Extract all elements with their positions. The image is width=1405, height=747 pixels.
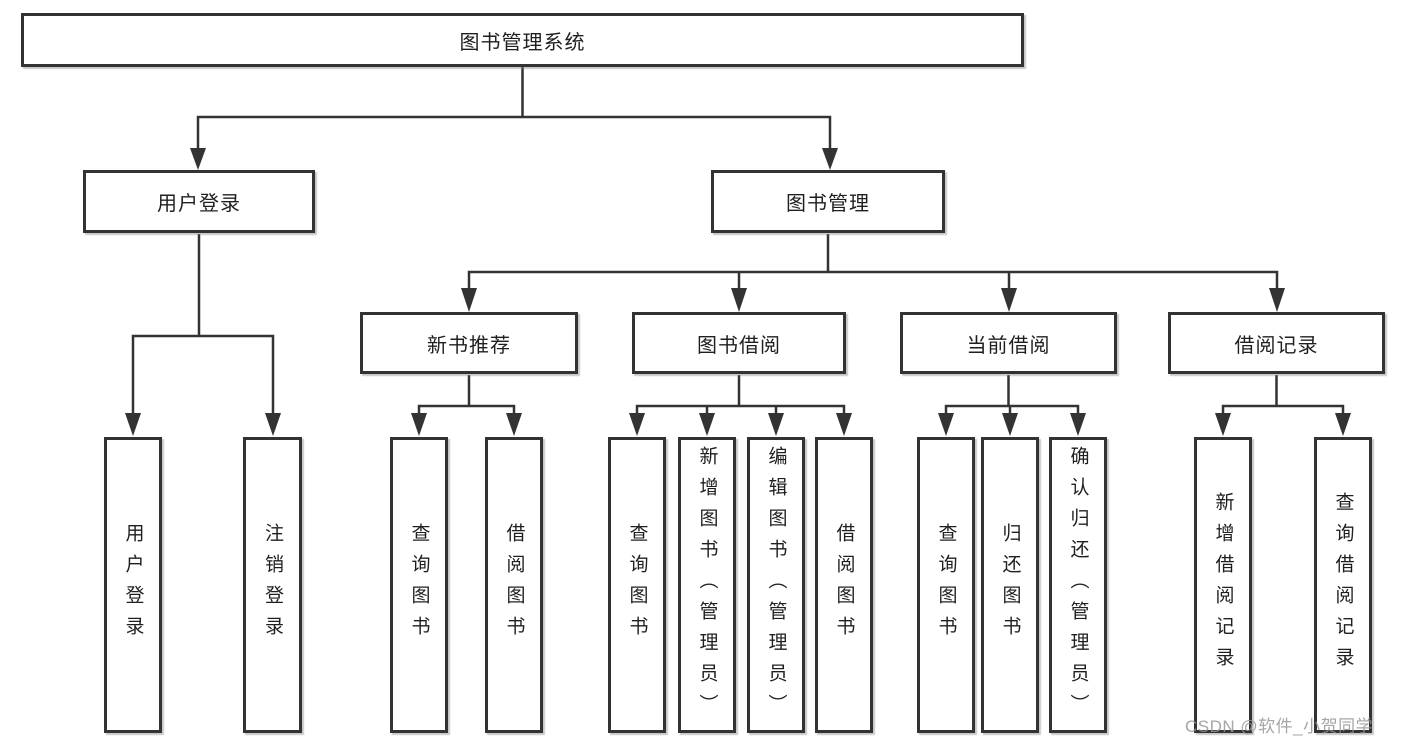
node-label: 当前借阅 <box>966 334 1051 357</box>
leaf-edit-book-admin: 编辑图书（管理员） <box>747 437 805 733</box>
node-label: 图书借阅 <box>697 334 781 357</box>
arrowhead-icon <box>1070 413 1086 436</box>
node-label: 确认归还（管理员） <box>1067 445 1089 725</box>
node-book-borrowing: 图书借阅 <box>632 312 846 374</box>
leaf-query-books-current: 查询图书 <box>917 437 975 733</box>
node-book-management: 图书管理 <box>711 170 945 233</box>
arrowhead-icon <box>265 413 281 436</box>
arrowhead-icon <box>1335 413 1351 436</box>
node-borrowing-records: 借阅记录 <box>1168 312 1385 374</box>
node-label: 查询图书 <box>626 523 648 647</box>
node-label: 新增借阅记录 <box>1212 492 1234 678</box>
leaf-user-login: 用户登录 <box>104 437 162 733</box>
connector-current-borrowing-children <box>938 375 1086 436</box>
node-label: 用户登录 <box>157 193 241 215</box>
connector-new-book-recommend-children <box>411 375 522 436</box>
leaf-return-book: 归还图书 <box>981 437 1039 733</box>
leaf-borrow-books-borrowing: 借阅图书 <box>815 437 873 733</box>
arrowhead-icon <box>461 288 477 312</box>
node-library-management-system: 图书管理系统 <box>21 13 1024 67</box>
arrowhead-icon <box>1269 288 1285 312</box>
node-label: 图书管理系统 <box>459 31 586 54</box>
node-label: 图书管理 <box>786 193 870 215</box>
node-label: 借阅图书 <box>833 523 855 647</box>
connector-user-login-children <box>125 234 281 436</box>
node-label: 注销登录 <box>262 523 283 647</box>
arrowhead-icon <box>125 413 141 436</box>
leaf-query-books-borrowing: 查询图书 <box>608 437 666 733</box>
connector-book-management-children <box>461 234 1285 312</box>
node-current-borrowing: 当前借阅 <box>900 312 1117 374</box>
arrowhead-icon <box>699 413 715 436</box>
leaf-query-borrow-record: 查询借阅记录 <box>1314 437 1372 733</box>
leaf-add-book-admin: 新增图书（管理员） <box>678 437 736 733</box>
node-label: 查询图书 <box>408 523 430 647</box>
node-label: 用户登录 <box>122 523 144 647</box>
node-new-book-recommend: 新书推荐 <box>360 312 578 374</box>
connector-book-borrowing-children <box>629 375 852 436</box>
node-label: 借阅图书 <box>503 523 525 647</box>
leaf-confirm-return-admin: 确认归还（管理员） <box>1049 437 1107 733</box>
leaf-query-books-recommend: 查询图书 <box>390 437 448 733</box>
arrowhead-icon <box>836 413 852 436</box>
node-label: 借阅记录 <box>1234 334 1319 357</box>
arrowhead-icon <box>938 413 954 436</box>
arrowhead-icon <box>1002 413 1018 436</box>
arrowhead-icon <box>1215 413 1231 436</box>
node-label: 编辑图书（管理员） <box>765 445 787 725</box>
arrowhead-icon <box>629 413 645 436</box>
connector-borrowing-records-children <box>1215 375 1351 436</box>
leaf-add-borrow-record: 新增借阅记录 <box>1194 437 1252 733</box>
node-label: 归还图书 <box>999 523 1021 647</box>
leaf-borrow-books-recommend: 借阅图书 <box>485 437 543 733</box>
connector-root-to-level1 <box>190 66 838 170</box>
arrowhead-icon <box>1001 288 1017 312</box>
leaf-logout: 注销登录 <box>243 437 302 733</box>
arrowhead-icon <box>822 148 838 170</box>
node-label: 查询图书 <box>935 523 957 647</box>
arrowhead-icon <box>731 288 747 312</box>
node-label: 查询借阅记录 <box>1332 492 1354 678</box>
arrowhead-icon <box>768 413 784 436</box>
arrowhead-icon <box>190 148 206 170</box>
node-user-login-branch: 用户登录 <box>83 170 315 233</box>
arrowhead-icon <box>411 413 427 436</box>
node-label: 新书推荐 <box>427 334 511 357</box>
watermark: CSDN @软件_小贺同学 <box>1185 717 1374 736</box>
node-label: 新增图书（管理员） <box>696 445 718 725</box>
arrowhead-icon <box>506 413 522 436</box>
